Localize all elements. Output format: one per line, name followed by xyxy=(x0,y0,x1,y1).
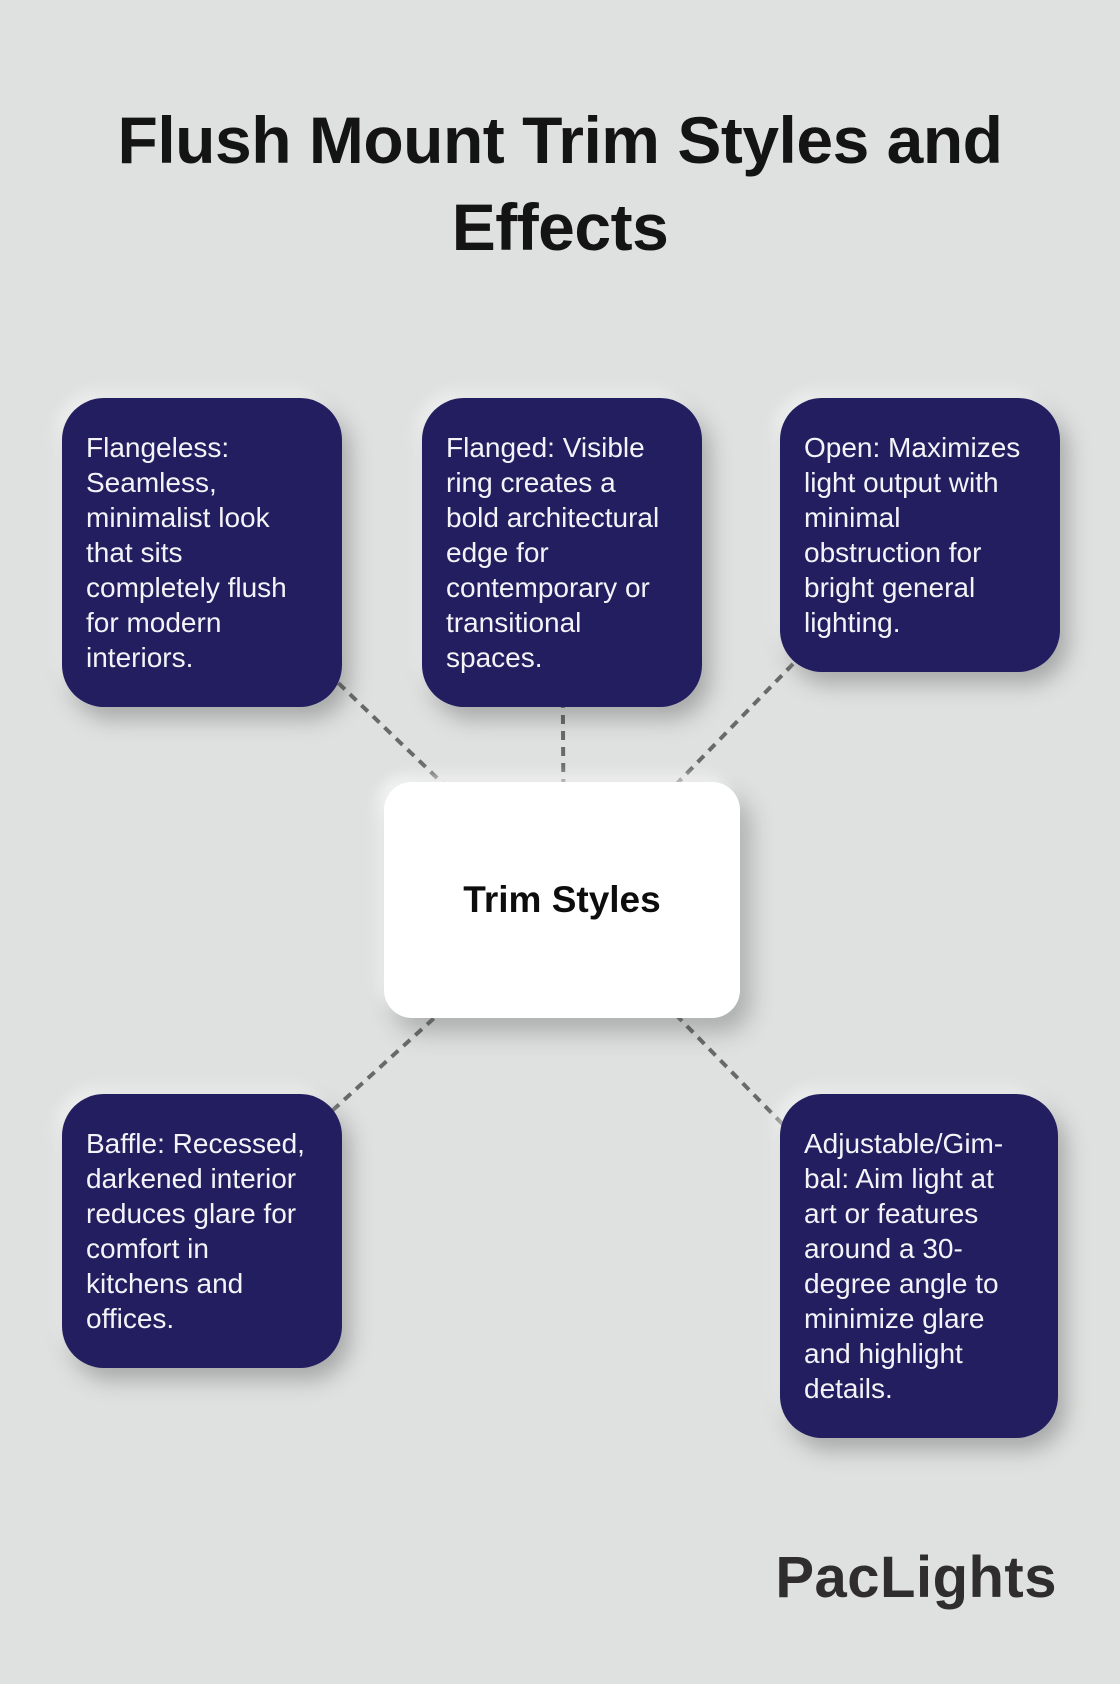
node-open: Open: Maximizes light output with minima… xyxy=(780,398,1060,672)
node-flanged: Flanged: Visible ring creates a bold arc… xyxy=(422,398,702,707)
center-node-label: Trim Styles xyxy=(463,879,661,920)
page-title: Flush Mount Trim Styles and Effects xyxy=(117,103,1003,264)
node-adjustable-gimbal: Adjustable/Gim- bal: Aim light at art or… xyxy=(780,1094,1058,1438)
node-flangeless: Flangeless: Seamless, minimalist look th… xyxy=(62,398,342,707)
center-node: Trim Styles xyxy=(384,782,740,1018)
node-baffle: Baffle: Recessed, darkened interior redu… xyxy=(62,1094,342,1368)
brand-logo: PacLights xyxy=(775,1545,1057,1610)
